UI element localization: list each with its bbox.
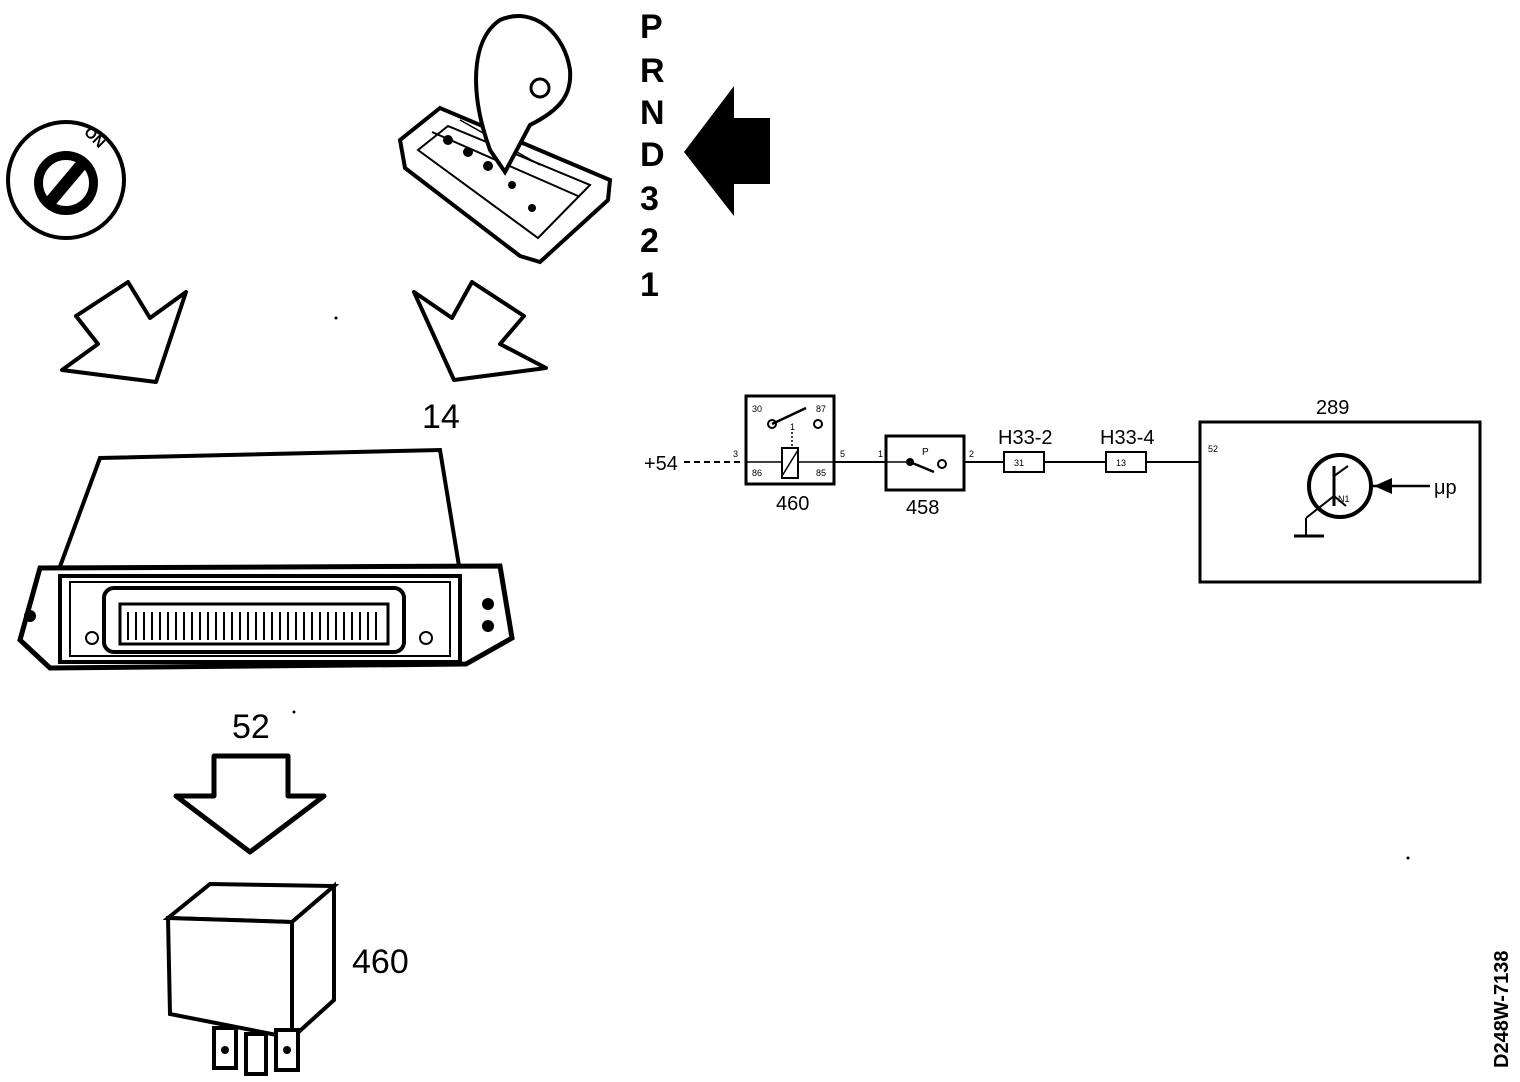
switch-pin-in: 1: [878, 449, 883, 459]
ecu-illustration: [17, 447, 515, 671]
selector-to-ecu-arrow: [412, 280, 548, 382]
connector-h33-4-pin: 13: [1116, 458, 1126, 468]
connector-h33-2-label: H33-2: [998, 427, 1052, 449]
switch-number: 458: [906, 497, 939, 519]
gear-n: N: [640, 94, 665, 132]
gear-d: D: [640, 136, 665, 174]
ignition-switch: ON: [6, 120, 126, 240]
output-transistor-icon: [1307, 453, 1373, 519]
relay-illustration: [162, 881, 340, 1076]
selector-switch-box: [884, 434, 966, 492]
relay-pin-1: 1: [790, 422, 795, 432]
ignition-to-ecu-arrow: [60, 280, 188, 384]
connector-h33-4-label: H33-4: [1100, 427, 1154, 449]
switch-symbol: P: [922, 447, 929, 458]
microprocessor-input-label: μp: [1434, 477, 1457, 499]
relay-pin-30: 30: [752, 404, 762, 414]
supply-label: +54: [644, 453, 678, 475]
relay-input-pin: 3: [733, 449, 738, 459]
selected-gear-arrow: [684, 86, 770, 216]
gear-selector-illustration: [397, 14, 613, 265]
gear-r: R: [640, 52, 665, 90]
ecu-output-pin-label: 52: [232, 708, 270, 746]
relay-number-label: 460: [352, 943, 409, 981]
relay-pin-86: 86: [752, 468, 762, 478]
relay-output-pin: 5: [840, 449, 845, 459]
control-unit-number: 289: [1316, 397, 1349, 419]
gear-p: P: [640, 8, 663, 46]
gear-2: 2: [640, 222, 659, 260]
relay-pin-87: 87: [816, 404, 826, 414]
gear-1: 1: [640, 266, 659, 304]
control-unit-pin: 52: [1208, 444, 1218, 454]
relay-pin-85: 85: [816, 468, 826, 478]
figure-code: D248W-7138: [1491, 951, 1513, 1068]
switch-pin-out: 2: [969, 449, 974, 459]
schematic-relay-number: 460: [776, 493, 809, 515]
ecu-number-label: 14: [422, 398, 460, 436]
connector-h33-2-pin: 31: [1014, 458, 1024, 468]
ecu-to-relay-arrow: [173, 753, 327, 855]
gear-3: 3: [640, 180, 659, 218]
gear-position-list: P R N D 3 2 1: [640, 8, 665, 304]
wiring-schematic: +54 3 30 87 1 86 85 460 5 1 P 458 2 H33-…: [644, 394, 1482, 584]
transistor-label: N1: [1338, 494, 1350, 504]
